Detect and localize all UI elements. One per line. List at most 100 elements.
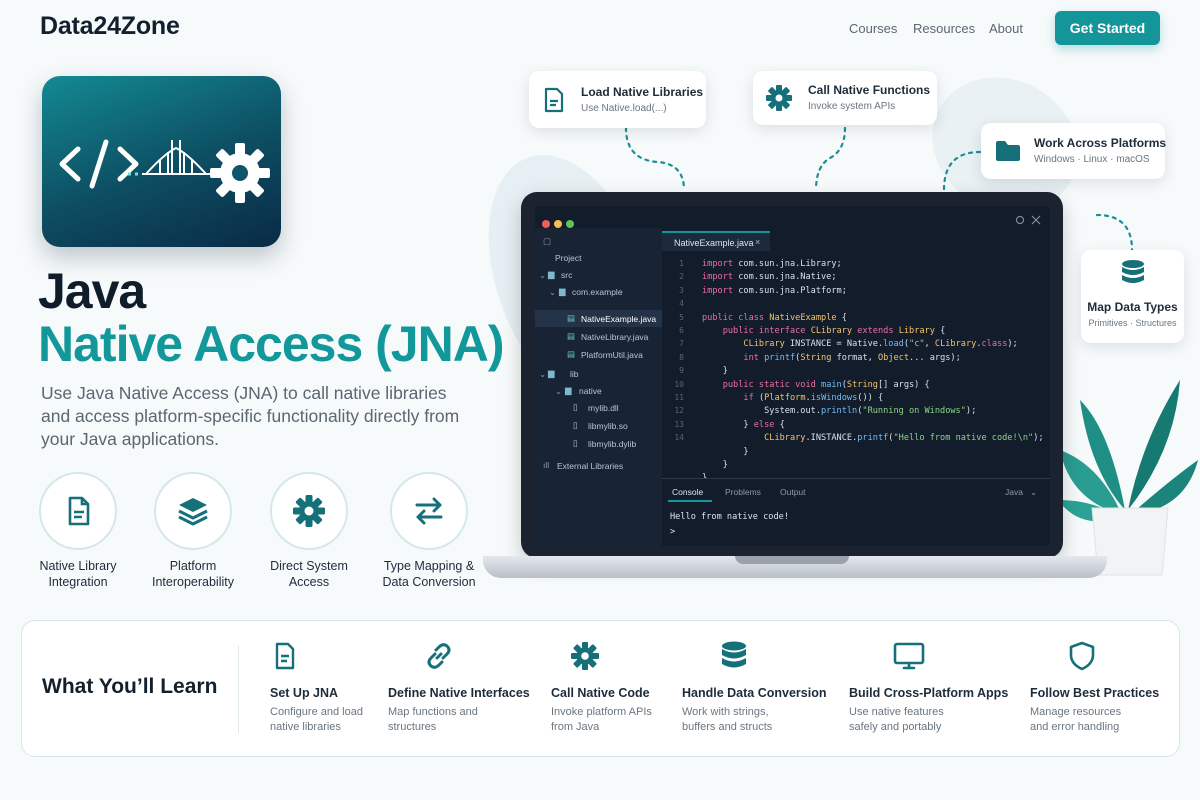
nav-link-resources[interactable]: Resources: [913, 21, 976, 36]
brand-logo[interactable]: Data24Zone: [40, 12, 180, 40]
close-dot[interactable]: [542, 220, 550, 228]
line-number: 10: [674, 379, 684, 389]
learn-item-desc-line1: Configure and load: [270, 706, 363, 718]
feature-label: Direct System Access: [270, 559, 348, 589]
folder-icon: ▆: [565, 385, 572, 395]
nav-link-courses[interactable]: Courses: [849, 21, 898, 36]
code-line: }: [702, 460, 728, 470]
hero-title-line1: Java: [38, 263, 146, 319]
editor-tab-active[interactable]: NativeExample.java ×: [662, 231, 770, 251]
tree-item-lib[interactable]: lib: [570, 369, 579, 379]
document-icon: [68, 496, 90, 526]
tree-item-file[interactable]: NativeExample.java: [581, 314, 657, 324]
code-line: if (Platform.isWindows()) {: [743, 393, 884, 403]
close-icon[interactable]: [1031, 215, 1041, 225]
line-number: 2: [679, 272, 684, 282]
java-file-icon: ▤: [567, 331, 576, 341]
learn-item-title: Build Cross-Platform Apps: [849, 686, 1009, 700]
tree-item-file[interactable]: PlatformUtil.java: [581, 350, 643, 360]
line-number: 13: [674, 419, 684, 429]
tree-item-lib-file[interactable]: libmylib.dylib: [588, 439, 637, 449]
learn-item-interfaces: Define Native Interfaces Map functions a…: [388, 641, 530, 733]
line-number: 1: [679, 259, 684, 268]
hero-logo-card: [42, 76, 281, 247]
laptop-notch: [735, 556, 849, 564]
console-tab-problems[interactable]: Problems: [725, 487, 761, 497]
callout-title: Load Native Libraries: [581, 85, 704, 99]
console-output: Hello from native code!: [670, 512, 789, 522]
learn-item-setup: Set Up JNA Configure and load native lib…: [270, 641, 363, 733]
callout-subtitle: Invoke system APIs: [808, 101, 896, 112]
minimize-dot[interactable]: [554, 220, 562, 228]
learn-item-desc-line1: Use native features: [849, 706, 944, 718]
link-icon: [427, 643, 451, 669]
tab-close-icon[interactable]: ×: [755, 237, 761, 247]
swap-arrows-icon: [415, 497, 443, 525]
feature-platform-interoperability: Platform Interoperability: [133, 472, 253, 590]
gear-icon: [293, 495, 325, 527]
line-number: 7: [679, 339, 684, 349]
language-selector[interactable]: Java: [1005, 487, 1023, 497]
learn-item-desc-line2: and error handling: [1030, 721, 1120, 733]
callout-map-data-types: Map Data Types Primitives · Structures: [1081, 250, 1184, 343]
nav-link-about[interactable]: About: [989, 21, 1023, 36]
code-line: import com.sun.jna.Library;: [702, 259, 842, 269]
tree-item-lib-file[interactable]: libmylib.so: [588, 421, 628, 431]
code-line: } else {: [702, 419, 785, 430]
learn-item-best-practices: Follow Best Practices Manage resources a…: [1030, 641, 1159, 733]
selected-row-highlight: [535, 310, 662, 327]
code-line: }: [702, 446, 749, 457]
tree-item-external-libraries[interactable]: External Libraries: [557, 461, 624, 471]
console-prompt[interactable]: >: [670, 527, 676, 537]
learn-item-desc-line2: buffers and structs: [682, 721, 773, 733]
plant-illustration: [1058, 380, 1198, 576]
window-actions: [1016, 215, 1041, 225]
java-file-icon: ▤: [567, 313, 576, 323]
learn-item-desc-line2: structures: [388, 721, 437, 733]
editor-tab-label: NativeExample.java: [674, 238, 754, 248]
library-icon: ıll: [543, 460, 550, 470]
java-file-icon: ▤: [567, 349, 576, 359]
callout-title: Call Native Functions: [808, 83, 931, 97]
learn-item-desc-line1: Manage resources: [1030, 706, 1122, 718]
tree-item-lib-file[interactable]: mylib.dll: [588, 403, 619, 413]
code-line: public interface CLibrary extends Librar…: [722, 326, 946, 336]
console-tab-console[interactable]: Console: [672, 487, 704, 497]
learn-item-desc-line2: safely and portably: [849, 721, 942, 733]
folder-icon: [996, 141, 1020, 161]
hero-description: Use Java Native Access (JNA) to call nat…: [41, 383, 460, 449]
database-icon: [722, 641, 746, 668]
top-navigation: Data24Zone Courses Resources About Get S…: [0, 0, 1200, 56]
tree-item-src[interactable]: src: [561, 270, 573, 280]
line-number: 12: [674, 406, 684, 416]
get-started-button[interactable]: Get Started: [1055, 11, 1160, 45]
feature-label: Platform Interoperability: [152, 559, 234, 589]
learn-divider: [238, 645, 239, 733]
code-line: }: [702, 366, 728, 377]
chevron-down-icon: ⌄: [539, 369, 547, 379]
learn-item-desc-line1: Invoke platform APIs: [551, 706, 652, 718]
sidebar-toggle-icon[interactable]: ▢: [543, 236, 552, 246]
learn-item-title: Define Native Interfaces: [388, 686, 530, 700]
search-icon[interactable]: [1016, 216, 1024, 224]
callout-title: Map Data Types: [1087, 300, 1178, 314]
callout-subtitle: Use Native.load(...): [581, 103, 667, 114]
feature-icon-circle: [39, 472, 117, 550]
line-number: 5: [679, 312, 684, 322]
window-controls: [542, 215, 578, 233]
console-tab-output[interactable]: Output: [780, 487, 806, 497]
maximize-dot[interactable]: [566, 220, 574, 228]
gear-icon: [766, 85, 792, 111]
ide-window: ▢ Project ⌄ ▆ src ⌄ ▆ com.example ▤ Nati…: [535, 206, 1050, 546]
chevron-down-icon[interactable]: ⌄: [1030, 487, 1038, 497]
feature-icon-circle: [390, 472, 468, 550]
tree-item-file[interactable]: NativeLibrary.java: [581, 332, 649, 342]
tree-item-package[interactable]: com.example: [572, 287, 623, 297]
learn-item-cross-platform: Build Cross-Platform Apps Use native fea…: [849, 641, 1008, 733]
shield-icon: [1069, 641, 1095, 671]
active-tab-indicator: [668, 500, 712, 502]
learn-item-desc-line1: Work with strings,: [682, 706, 769, 718]
tree-item-native[interactable]: native: [579, 386, 602, 396]
callout-subtitle: Primitives · Structures: [1088, 318, 1177, 328]
